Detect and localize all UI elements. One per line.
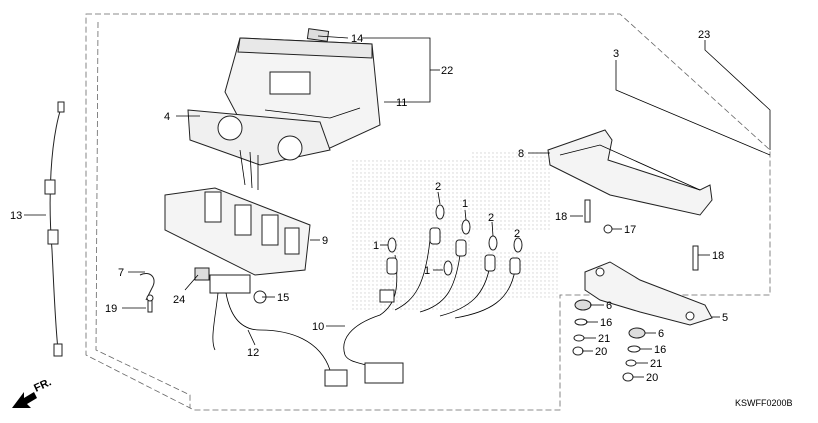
callout-21a: 21 <box>598 333 610 345</box>
cable-clamp <box>139 273 155 313</box>
callout-16a: 16 <box>600 317 612 329</box>
callout-10: 10 <box>312 321 324 333</box>
meter-cover-bracket <box>547 129 713 216</box>
bulb-sockets <box>386 227 521 275</box>
wire-harness <box>343 239 516 384</box>
callout-2b: 2 <box>488 212 494 224</box>
callout-9: 9 <box>322 235 328 247</box>
callout-19: 19 <box>105 303 117 315</box>
callout-22: 22 <box>441 65 453 77</box>
callout-11: 11 <box>396 97 407 109</box>
callout-20a: 20 <box>595 346 607 358</box>
meter-stay <box>584 261 713 326</box>
callout-7: 7 <box>118 267 124 279</box>
callout-6a: 6 <box>606 300 612 312</box>
watermark <box>350 150 560 310</box>
callout-1a: 1 <box>373 240 379 252</box>
bulbs <box>387 204 523 276</box>
callout-14: 14 <box>351 33 363 45</box>
callout-17: 17 <box>624 224 636 236</box>
callout-8: 8 <box>518 148 524 160</box>
callout-20b: 20 <box>646 372 658 384</box>
callout-5: 5 <box>722 312 728 324</box>
front-direction-label: FR. <box>32 376 53 394</box>
speedometer-cable <box>44 101 65 357</box>
meter-panel <box>187 109 331 190</box>
callout-21b: 21 <box>650 358 662 370</box>
callout-2c: 2 <box>514 228 520 240</box>
callout-15: 15 <box>277 292 289 304</box>
callout-4: 4 <box>164 111 170 123</box>
sub-assembly-outline <box>95 21 191 408</box>
callout-13: 13 <box>10 210 22 222</box>
callout-12: 12 <box>247 347 259 359</box>
callout-2a: 2 <box>435 181 441 193</box>
callout-3: 3 <box>613 48 619 60</box>
callout-18b: 18 <box>712 250 724 262</box>
front-arrow-icon <box>12 392 37 408</box>
callout-18a: 18 <box>555 211 567 223</box>
leader-lines <box>24 35 771 378</box>
diagram-code: KSWFF0200B <box>735 398 793 408</box>
callouts: 14 22 11 4 13 9 7 19 24 15 12 10 1 1 1 2… <box>10 29 728 384</box>
callout-24: 24 <box>173 294 185 306</box>
callout-16b: 16 <box>654 344 666 356</box>
sub-harness <box>194 267 348 387</box>
callout-23: 23 <box>698 29 710 41</box>
meter-housing <box>164 187 311 276</box>
front-direction-indicator: FR. <box>12 376 53 408</box>
callout-1b: 1 <box>424 265 430 277</box>
indicator-lens <box>306 28 330 42</box>
callout-6b: 6 <box>658 328 664 340</box>
callout-1c: 1 <box>462 198 468 210</box>
